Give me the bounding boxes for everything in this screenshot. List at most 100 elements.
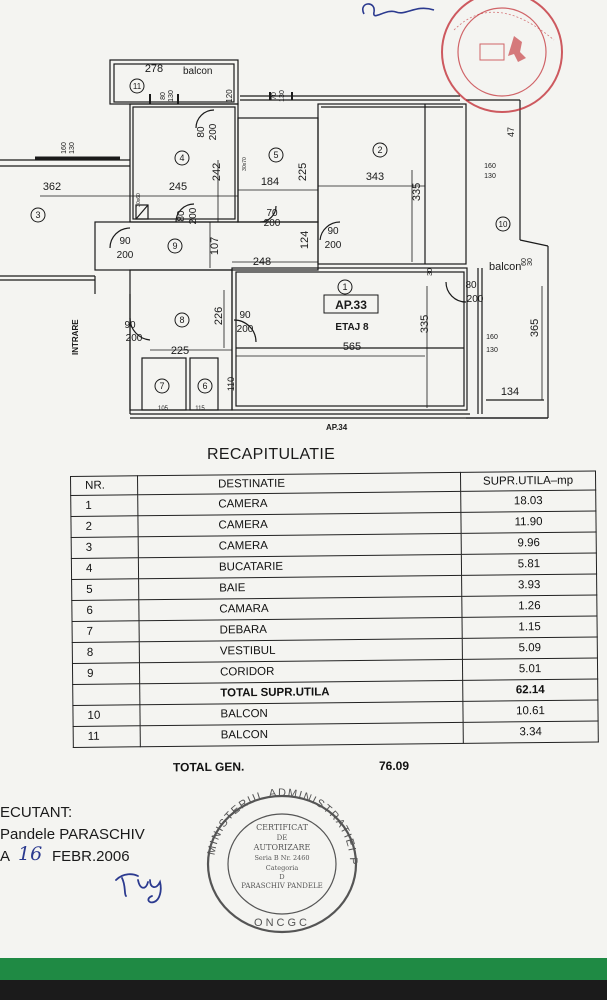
dim-335a: 335: [411, 183, 423, 201]
neighbor-apartment-label: AP.34: [326, 423, 348, 432]
dim-30: 30: [427, 268, 434, 276]
vent-label-1: 30x60: [136, 193, 142, 207]
row-area: 1.15: [462, 615, 598, 639]
room-number-8: 8: [179, 315, 184, 325]
dim-362: 362: [43, 181, 61, 193]
door-8-height: 200: [208, 123, 219, 140]
executor-label: ECUTANT:: [0, 804, 73, 821]
total-general-value: 76.09: [379, 759, 410, 773]
door-4-height: 200: [325, 240, 342, 251]
row-area: 9.96: [461, 531, 597, 555]
row-area: 18.03: [460, 489, 596, 513]
door-1-width: 90: [119, 236, 131, 247]
dim-278: 278: [145, 63, 163, 75]
dim-335b: 335: [419, 315, 431, 333]
window-3-height: 130: [69, 142, 76, 154]
room-number-6: 6: [202, 381, 207, 391]
header-area: SUPR.UTILA–mp: [460, 470, 596, 492]
room-number-3: 3: [35, 210, 40, 220]
row-area: 5.09: [462, 636, 598, 660]
window-1-width: 160: [484, 163, 496, 170]
door-6-width: 90: [124, 320, 136, 331]
header-nr: NR.: [70, 475, 138, 496]
dim-105: 105: [158, 406, 169, 412]
date-month-year: FEBR.2006: [52, 848, 130, 865]
door-3-height: 200: [264, 218, 281, 229]
window-4-height: 130: [168, 90, 175, 102]
stamp-line-3: AUTORIZARE: [253, 843, 311, 852]
dim-184: 184: [261, 176, 279, 188]
door-2-width: 80: [176, 210, 187, 222]
dim-343: 343: [366, 171, 384, 183]
row-nr: 10: [72, 704, 141, 727]
door-2-height: 200: [188, 207, 199, 224]
stamp-line-2: DE: [277, 834, 288, 842]
dim-365: 365: [529, 319, 541, 337]
door-6-height: 200: [126, 333, 143, 344]
floor-label: ETAJ 8: [335, 322, 369, 333]
dim-242: 242: [211, 163, 223, 181]
dim-226: 226: [213, 307, 225, 325]
stamp-bottom-text: ONCGC: [254, 917, 310, 929]
row-nr: 2: [70, 515, 139, 538]
window-2-width: 160: [486, 334, 498, 341]
window-2-height: 130: [486, 347, 498, 354]
door-3-width: 70: [266, 208, 278, 219]
row-area: 3.34: [463, 720, 599, 744]
door-1-height: 200: [117, 250, 134, 261]
entrance-label: INTRARE: [71, 319, 80, 355]
total-general-label: TOTAL GEN.: [172, 759, 245, 775]
balcony-label-right: balcon: [489, 261, 521, 273]
dim-120: 120: [225, 89, 234, 103]
door-7-width: 80: [465, 280, 477, 291]
door-4-width: 90: [327, 226, 339, 237]
window-5-height: 130: [279, 90, 286, 102]
window-6-height: 30: [527, 258, 534, 266]
top-signature: [362, 3, 435, 17]
dim-248: 248: [253, 256, 271, 268]
row-nr: 1: [70, 494, 138, 517]
green-background-band: [0, 958, 607, 980]
executor-name: Pandele PARASCHIV: [0, 826, 145, 843]
row-nr: 8: [72, 641, 140, 664]
room-number-9: 9: [172, 241, 177, 251]
door-7-height: 200: [467, 294, 484, 305]
row-nr: 7: [72, 620, 140, 643]
stamp-line-5: Categoria: [266, 864, 299, 872]
row-area: 10.61: [462, 699, 599, 723]
authorization-stamp: MINISTERUL ADMINISTRATIEI PUBLICE ONCGC …: [196, 784, 358, 934]
stamp-line-4: Seria B Nr. 2460: [254, 854, 309, 862]
row-nr: [72, 683, 140, 706]
window-6-width: 60: [521, 258, 528, 266]
floor-plan: 1 2 3 4 5 6 7 8 9 10 11 AP.33 ETAJ 8 AP.…: [0, 59, 549, 432]
row-area: 11.90: [460, 510, 597, 534]
red-official-stamp: [441, 0, 563, 113]
room-number-7: 7: [159, 381, 164, 391]
row-nr: 4: [71, 557, 139, 580]
row-area: 5.81: [461, 552, 597, 576]
row-nr: 3: [71, 536, 139, 559]
row-nr: 5: [71, 578, 139, 601]
total-useful-value: 62.14: [462, 678, 598, 702]
room-number-10: 10: [499, 220, 508, 229]
stamp-line-7: PARASCHIV PANDELE: [241, 882, 322, 890]
recap-table: NR. DESTINATIE SUPR.UTILA–mp 1 CAMERA 18…: [70, 470, 599, 748]
dim-115: 115: [195, 406, 205, 412]
row-area: 1.26: [461, 594, 597, 618]
row-area: 3.93: [461, 573, 597, 597]
window-1-height: 130: [484, 173, 496, 180]
dim-110: 110: [226, 377, 236, 391]
dim-245: 245: [169, 181, 187, 193]
date-day-handwritten: 16: [18, 843, 43, 865]
vent-label-2: 30x70: [242, 157, 248, 171]
apartment-label: AP.33: [335, 298, 367, 312]
door-5-width: 90: [239, 310, 251, 321]
row-nr: 11: [73, 725, 141, 748]
dim-47: 47: [506, 127, 516, 137]
row-nr: 6: [71, 599, 140, 622]
dim-565: 565: [343, 341, 361, 353]
dim-124: 124: [299, 231, 311, 249]
room-number-1: 1: [342, 282, 347, 292]
dim-134: 134: [501, 386, 519, 398]
room-number-4: 4: [179, 153, 184, 163]
